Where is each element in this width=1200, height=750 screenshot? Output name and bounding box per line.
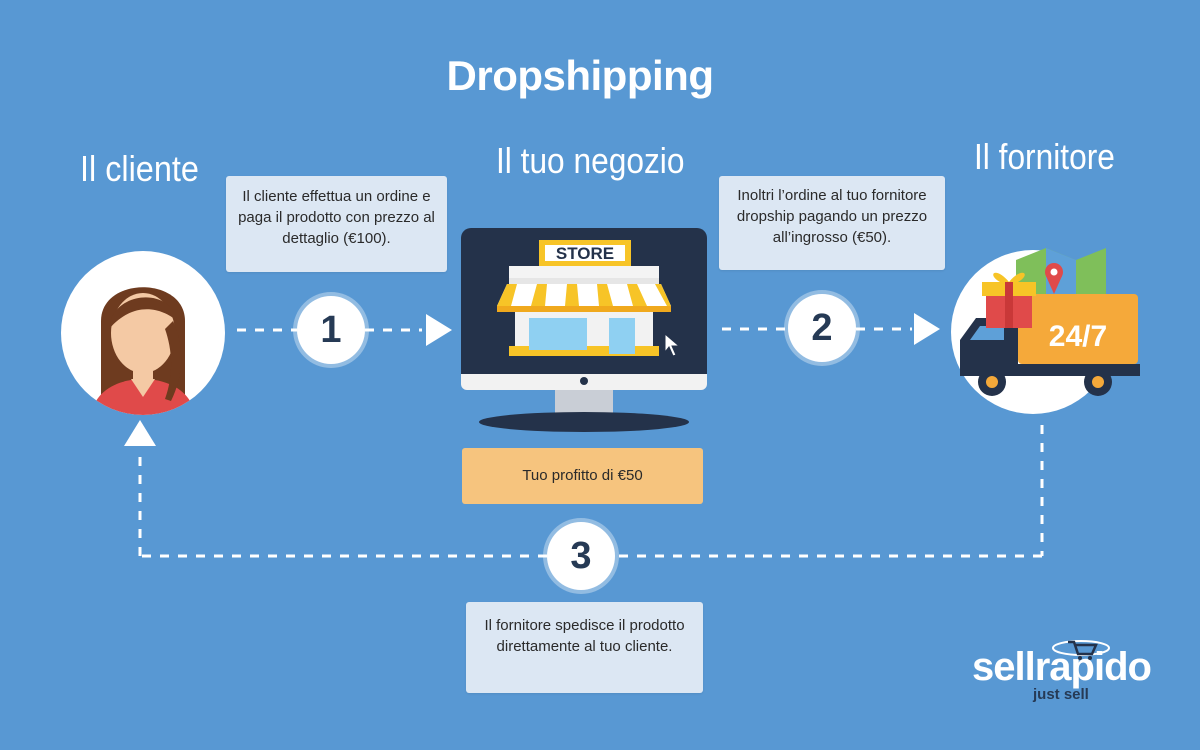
step1-text: Il cliente effettua un ordine e paga il … <box>238 188 435 247</box>
brand-tagline: just sell <box>1033 686 1089 703</box>
supplier-heading: Il fornitore <box>974 136 1115 177</box>
cart-icon <box>1052 640 1110 660</box>
step1-description: Il cliente effettua un ordine e paga il … <box>226 176 447 272</box>
arrow-to-client <box>124 420 156 446</box>
step3-badge: 3 <box>547 522 615 590</box>
step2-badge: 2 <box>788 294 856 362</box>
step3-description: Il fornitore spedisce il prodotto dirett… <box>466 602 703 693</box>
page-title: Dropshipping <box>446 52 714 99</box>
gift-icon <box>982 272 1036 328</box>
step3-text: Il fornitore spedisce il prodotto dirett… <box>484 617 685 655</box>
client-heading: Il cliente <box>80 148 199 189</box>
woman-avatar-icon <box>61 251 225 415</box>
step1-badge: 1 <box>297 296 365 364</box>
arrow-to-supplier <box>914 313 940 345</box>
step2-text: Inoltri l’ordine al tuo fornitore dropsh… <box>736 187 928 246</box>
step2-description: Inoltri l’ordine al tuo fornitore dropsh… <box>719 176 945 270</box>
store-heading: Il tuo negozio <box>496 140 685 181</box>
arrow-to-store <box>426 314 452 346</box>
store-monitor-icon: STORE <box>461 228 707 432</box>
profit-box: Tuo profitto di €50 <box>462 448 703 504</box>
delivery-truck-icon: 24/7 <box>960 248 1140 396</box>
truck-label: 24/7 <box>1049 320 1107 353</box>
store-sign: STORE <box>556 244 614 263</box>
